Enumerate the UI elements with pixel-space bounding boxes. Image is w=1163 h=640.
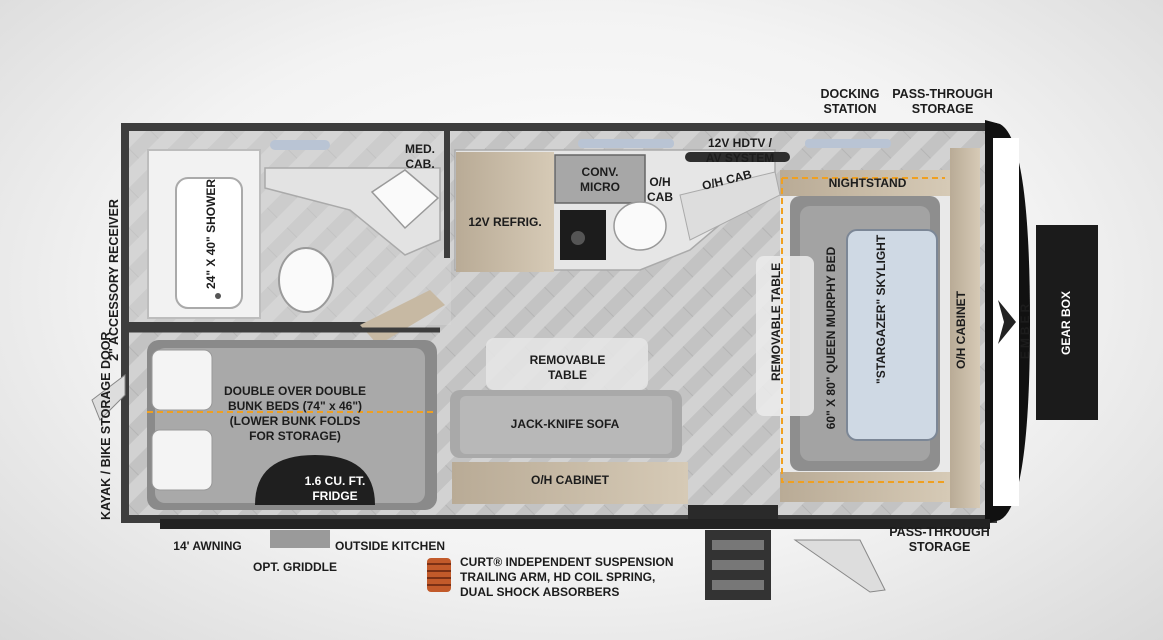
bedroom-window: [805, 139, 891, 148]
brand-label: EMBER: [1018, 300, 1032, 360]
toilet: [278, 247, 334, 313]
bunk-pillow-upper: [151, 349, 213, 411]
bunk-pillow-lower: [151, 429, 213, 491]
entry-door: [688, 505, 778, 519]
skylight: [846, 229, 938, 441]
griddle-label: OPT. GRIDDLE: [252, 560, 337, 574]
suspension-label: CURT® INDEPENDENT SUSPENSION TRAILING AR…: [460, 555, 674, 599]
removable-table-side-label: REMOVABLE TABLE: [769, 262, 783, 381]
removable-table-side: [756, 256, 814, 416]
conv-micro-label: CONV. MICRO: [580, 165, 620, 194]
oh-cabinet-right-label: O/H CABINET: [954, 291, 968, 369]
nightstand-label: NIGHTSTAND: [828, 176, 907, 190]
sink: [370, 169, 440, 230]
refrigerator: [456, 152, 554, 272]
med-cab-label: MED. CAB.: [405, 142, 435, 171]
kayak-door-label: KAYAK / BIKE STORAGE DOOR: [99, 331, 113, 520]
oh-cab-label-a: O/H CAB: [647, 175, 673, 204]
kayak-door: [91, 373, 126, 421]
skylight-label: "STARGAZER" SKYLIGHT: [874, 234, 888, 384]
shower-label: 24" X 40" SHOWER: [204, 178, 218, 289]
nightstand-bottom: [780, 472, 950, 502]
pass-through-storage-bottom-label: PASS-THROUGH STORAGE: [889, 525, 990, 554]
hdtv-label: 12V HDTV / AV SYSTEM: [705, 136, 775, 165]
fridge-label: 1.6 CU. FT. FRIDGE: [304, 474, 366, 503]
gear-box-label: GEAR BOX: [1059, 291, 1073, 356]
awning-label: 14' AWNING: [173, 539, 242, 553]
ember-logo: [998, 300, 1016, 344]
refrigerator-label: 12V REFRIG.: [468, 215, 542, 229]
microwave: [554, 154, 646, 204]
coil-spring-icon: [427, 558, 451, 592]
murphy-bed-label: 60" X 80" QUEEN MURPHY BED: [824, 246, 838, 430]
removable-table-center: [486, 338, 648, 390]
bottom-rail: [160, 519, 990, 529]
gear-box: [1036, 225, 1098, 420]
pass-through-storage-top-label: PASS-THROUGH STORAGE: [892, 87, 993, 116]
removable-table-center-label: REMOVABLE TABLE: [529, 353, 606, 382]
bath-window: [270, 140, 330, 150]
tv: [685, 152, 790, 162]
oh-cabinet-bottom-label: O/H CABINET: [531, 473, 609, 487]
kitchen-window: [578, 139, 674, 148]
fridge-outline: [255, 455, 375, 505]
oh-cabinet-right: [950, 148, 980, 508]
nightstand: [780, 170, 950, 196]
griddle: [270, 530, 330, 548]
kitchen-sink: [613, 201, 667, 251]
shower-pan: [175, 177, 243, 309]
pass-through-door-bottom: [793, 539, 886, 593]
sofa-label: JACK-KNIFE SOFA: [510, 417, 620, 431]
docking-station-label: DOCKING STATION: [820, 87, 880, 116]
oh-cabinet-bottom: [452, 462, 688, 504]
outside-kitchen-label: OUTSIDE KITCHEN: [334, 539, 445, 553]
bunk-beds-label: DOUBLE OVER DOUBLE BUNK BEDS (74" x 46")…: [223, 384, 366, 443]
